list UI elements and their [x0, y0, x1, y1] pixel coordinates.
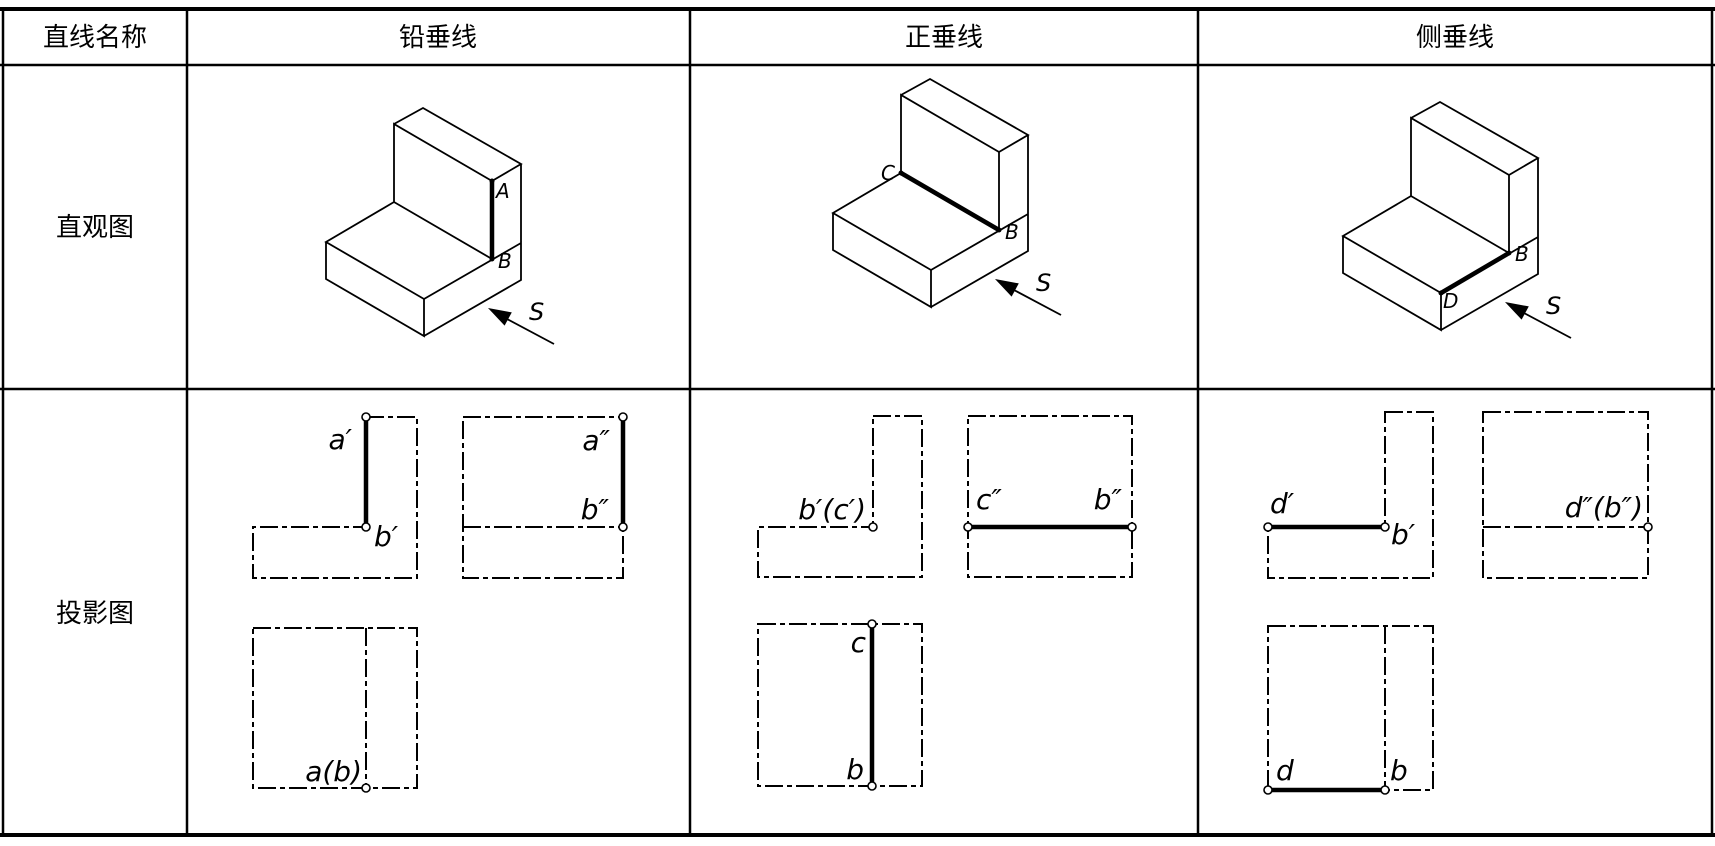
- label-S: S: [1546, 292, 1561, 320]
- projection-side-vertical: d′ b′ d″(b″) d b: [1263, 411, 1653, 795]
- label-C: C: [881, 161, 895, 185]
- iso-block-outline: [831, 77, 1030, 309]
- label-b-dblprime: b″: [1094, 483, 1123, 516]
- label-d-prime: d′: [1270, 487, 1295, 520]
- projection-front-vertical: b′(c′) c″ b″ c b: [757, 415, 1137, 791]
- front-view-outline: [1267, 411, 1434, 579]
- sight-arrow-shaft: [1523, 312, 1572, 339]
- label-ab: a(b): [305, 755, 362, 788]
- pictorial-lead-vertical: A B S: [324, 106, 555, 345]
- row-header-pictorial: 直观图: [56, 212, 134, 242]
- label-S: S: [529, 298, 544, 326]
- label-a-prime: a′: [328, 423, 352, 456]
- label-D: D: [1443, 289, 1458, 313]
- point-A-dot: [489, 178, 495, 184]
- label-A: A: [494, 179, 510, 203]
- point-a-prime: [361, 412, 371, 422]
- iso-block-outline: [1341, 100, 1540, 332]
- point-C-dot: [898, 170, 904, 176]
- sight-arrow-head-icon: [995, 279, 1019, 297]
- point-c: [867, 619, 877, 629]
- label-c-dblprime: c″: [976, 483, 1002, 516]
- iso-block-outline: [324, 106, 523, 338]
- point-B-dot: [996, 227, 1002, 233]
- point-b: [1380, 785, 1390, 795]
- pictorial-side-vertical: B D S: [1341, 100, 1572, 339]
- point-b-dblprime: [618, 522, 628, 532]
- label-b-dblprime: b″: [581, 493, 610, 526]
- top-view-outline: [1267, 625, 1434, 791]
- point-D-dot: [1438, 290, 1444, 296]
- point-ab-coincident: [361, 783, 371, 793]
- label-b: b: [846, 753, 864, 786]
- sight-arrow-shaft: [506, 318, 555, 345]
- edge-DB-thick: [1439, 251, 1511, 295]
- point-c-dblprime: [963, 522, 973, 532]
- sight-arrow-head-icon: [488, 308, 512, 326]
- label-b-prime: b′: [374, 520, 399, 553]
- corner-header: 直线名称: [43, 22, 147, 52]
- column-header-front-vertical: 正垂线: [905, 22, 983, 52]
- point-bc-coincident: [868, 522, 878, 532]
- sight-arrow-head-icon: [1505, 302, 1529, 320]
- label-B: B: [1515, 242, 1529, 266]
- side-view-outline: [1482, 411, 1649, 579]
- row-header-projection: 投影图: [56, 598, 134, 628]
- label-b-c-prime: b′(c′): [798, 493, 866, 526]
- point-b-prime: [361, 522, 371, 532]
- pictorial-front-vertical: C B S: [831, 77, 1062, 316]
- point-B-dot: [489, 256, 495, 262]
- point-b-prime: [1380, 522, 1390, 532]
- top-view-outline: [252, 627, 418, 789]
- column-header-side-vertical: 侧垂线: [1416, 22, 1494, 52]
- point-b: [867, 781, 877, 791]
- label-a-dblprime: a″: [582, 424, 610, 457]
- label-b: b: [1390, 754, 1408, 787]
- label-S: S: [1036, 269, 1051, 297]
- point-b-dblprime: [1127, 522, 1137, 532]
- top-view-outline: [757, 623, 923, 787]
- projection-lead-vertical: a′ b′ a″ b″ a(b): [252, 412, 628, 793]
- column-header-lead-vertical: 铅垂线: [399, 22, 477, 52]
- point-d: [1263, 785, 1273, 795]
- sight-arrow-shaft: [1013, 289, 1062, 316]
- label-c: c: [851, 626, 867, 659]
- point-a-dblprime: [618, 412, 628, 422]
- edge-CB-thick: [899, 171, 1001, 232]
- point-B-dot: [1506, 250, 1512, 256]
- label-b-prime: b′: [1391, 518, 1416, 551]
- label-d-b-dblprime: d″(b″): [1565, 491, 1643, 524]
- label-B: B: [1005, 220, 1019, 244]
- point-d-prime: [1263, 522, 1273, 532]
- side-view-outline: [462, 416, 624, 579]
- label-B: B: [498, 249, 512, 273]
- point-db-coincident: [1643, 522, 1653, 532]
- table-grid: [0, 7, 1715, 837]
- label-d: d: [1276, 754, 1294, 787]
